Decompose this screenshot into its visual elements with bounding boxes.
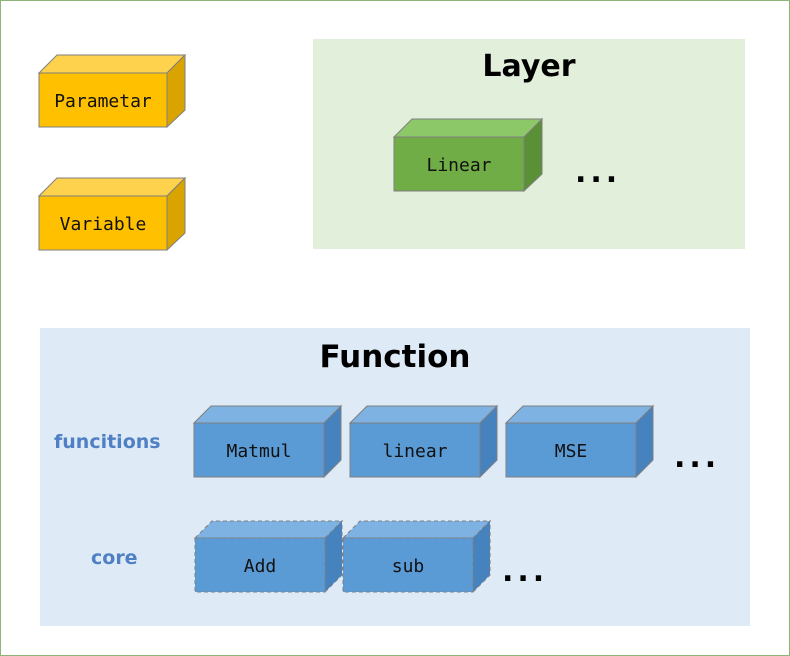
core-more-ellipsis: ... xyxy=(502,554,549,589)
function-panel: Function funcitions core Matmul linear xyxy=(40,328,750,626)
layer-panel: Layer Linear ... xyxy=(313,39,745,249)
function-box-mse: MSE xyxy=(504,404,655,479)
core-label-add: Add xyxy=(243,556,277,577)
layer-title: Layer xyxy=(482,49,576,84)
function-box-matmul: Matmul xyxy=(192,404,343,479)
core-row-label: core xyxy=(91,547,138,569)
function-box-linear-shape xyxy=(348,404,499,479)
variable-label: Variable xyxy=(59,214,147,235)
core-box-add-shape xyxy=(193,519,344,594)
core-label-sub: sub xyxy=(391,556,425,577)
parameter-label: Parametar xyxy=(54,91,152,112)
function-label-mse: MSE xyxy=(554,441,588,462)
layer-linear-label: Linear xyxy=(426,155,492,176)
function-label-linear: linear xyxy=(382,441,448,462)
layer-linear-box-shape xyxy=(392,117,544,193)
parameter-box: Parametar xyxy=(37,53,187,129)
layer-linear-box: Linear xyxy=(392,117,544,193)
function-title: Function xyxy=(319,339,471,375)
variable-box: Variable xyxy=(37,176,187,252)
parameter-box-shape xyxy=(37,53,187,129)
function-box-mse-shape xyxy=(504,404,655,479)
functions-more-ellipsis: ... xyxy=(674,440,721,475)
function-box-linear: linear xyxy=(348,404,499,479)
core-box-sub: sub xyxy=(341,519,492,594)
variable-box-shape xyxy=(37,176,187,252)
core-box-sub-shape xyxy=(341,519,492,594)
core-box-add: Add xyxy=(193,519,344,594)
function-label-matmul: Matmul xyxy=(226,441,292,462)
functions-row-label: funcitions xyxy=(54,431,161,453)
layer-more-ellipsis: ... xyxy=(575,155,622,190)
function-box-matmul-shape xyxy=(192,404,343,479)
